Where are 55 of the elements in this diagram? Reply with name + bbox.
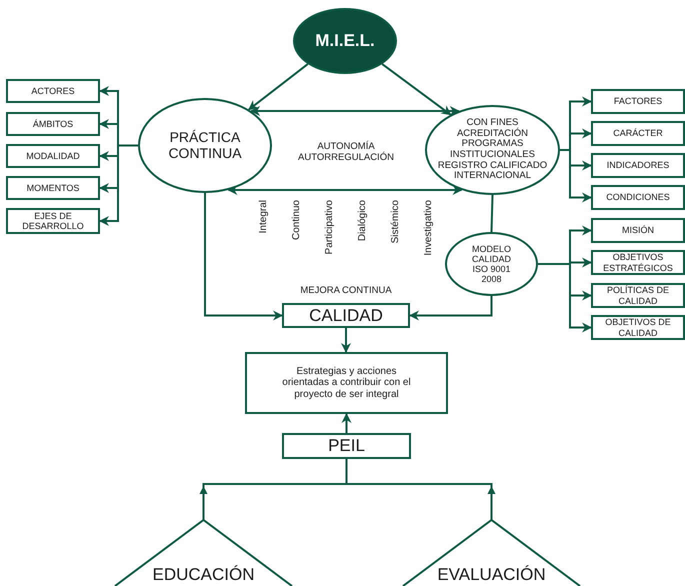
node-label: POLÍTICAS DE CALIDAD [606,285,670,306]
node-label: MISIÓN [622,225,654,236]
node-label: PRÁCTICA CONTINUA [167,130,243,162]
process-box [245,352,448,414]
process-box [282,303,410,328]
node-label: MODELO CALIDAD ISO 9001 2008 [470,244,512,284]
arrow [250,106,460,116]
node-label: EVALUACIÓN [437,564,546,584]
process-box [6,176,100,200]
process-box [591,153,685,178]
process-box [591,315,685,340]
text-label: AUTONOMÍA AUTORREGULACIÓN [297,141,395,164]
vertical-label: Continuo [291,200,302,240]
process-box [591,250,685,275]
arrow [342,413,352,433]
node-caption: MEJORA CONTINUA [300,285,392,296]
arrow [382,63,452,116]
arrow [409,296,492,320]
connector-line [490,194,494,232]
process-box [591,121,685,146]
process-box [591,89,685,114]
node-label: CONDICIONES [606,192,670,203]
node-label: CARÁCTER [613,128,663,139]
node-label: OBJETIVOS ESTRATÉGICOS [602,252,674,273]
process-box [6,79,100,103]
node-label: FACTORES [614,96,662,107]
node-label: OBJETIVOS DE CALIDAD [604,317,672,338]
node-label: Estrategias y acciones orientadas a contribuir con el proyecto de ser integral [282,366,412,400]
arrow [341,328,351,353]
node-label: EDUCACIÓN [152,564,254,584]
node-label: M.I.E.L. [315,31,375,51]
process-box [591,283,685,308]
node-label: ACTORES [31,86,75,96]
process-box [591,218,685,243]
vertical-label: Sistémico [390,200,401,244]
process-box [6,144,100,168]
node-label: CON FINES ACREDITACIÓN PROGRAMAS INSTITUCIONALES REGISTRO CALIFICADO INTERNACIONAL [436,118,548,182]
node-label: MOMENTOS [26,182,80,194]
arrow [346,459,496,520]
process-box [282,433,411,459]
arrow [204,193,283,320]
arrow [227,185,463,195]
node-label: PEIL [328,436,365,456]
vertical-label: Investigativo [423,200,434,256]
node-label: EJES DE DESARROLLO [21,210,85,232]
node-label: INDICADORES [606,160,670,171]
node-label: ÁMBITOS [32,118,74,130]
arrow [248,63,308,110]
process-box [6,112,100,136]
vertical-label: Participativo [324,200,335,254]
vertical-label: Dialógico [357,200,368,242]
node-label: MODALIDAD [26,150,80,162]
process-box [591,185,685,210]
node-label: CALIDAD [309,306,383,326]
process-box [6,208,100,234]
